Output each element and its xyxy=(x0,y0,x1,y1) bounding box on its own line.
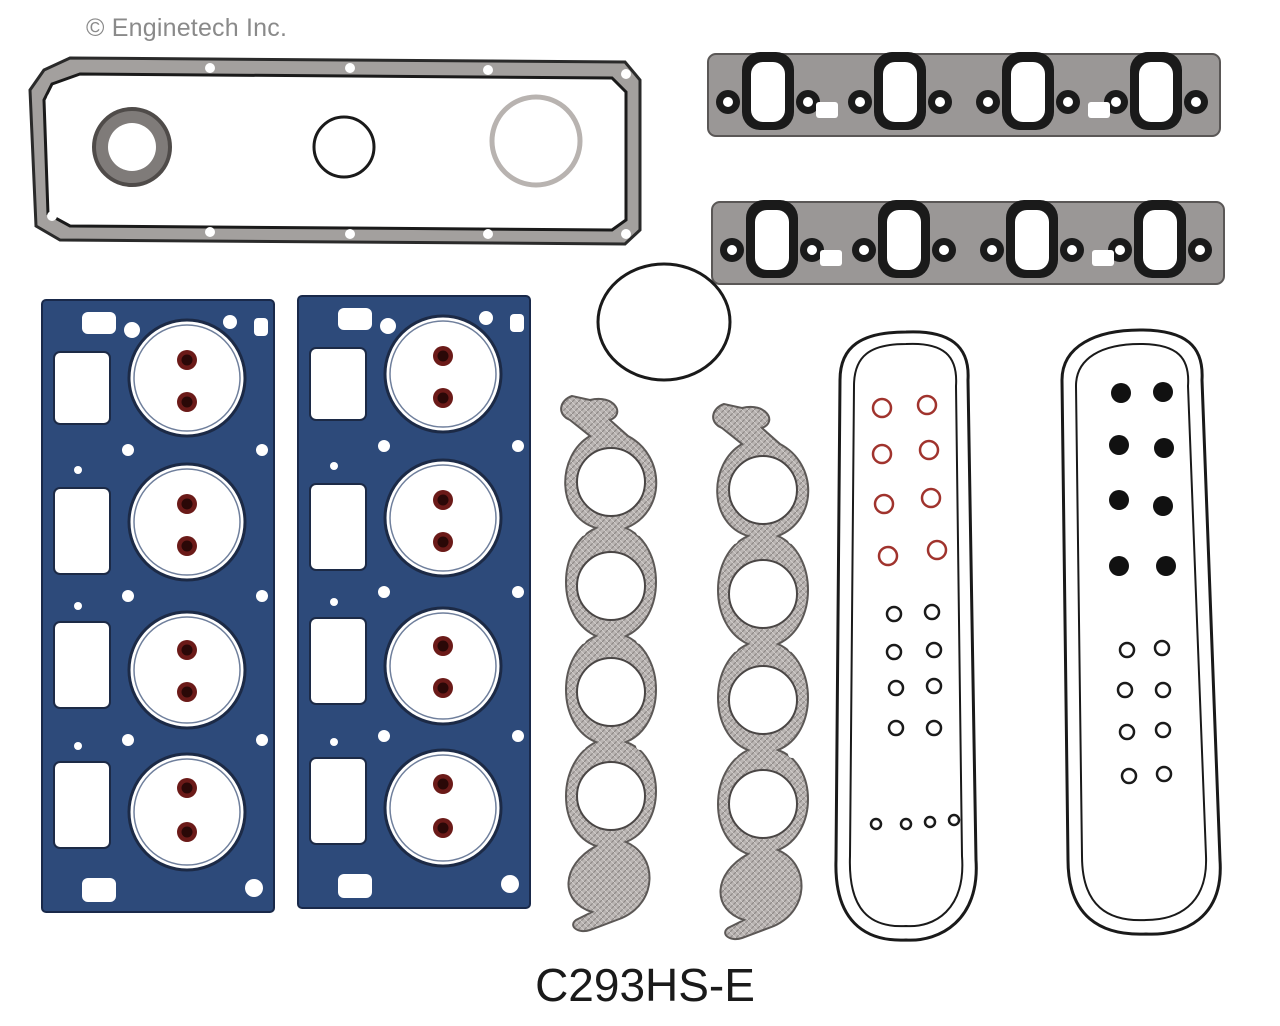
head-gasket-right xyxy=(298,296,530,908)
thermostat-o-ring xyxy=(596,262,732,382)
intake-gasket-top xyxy=(708,52,1220,136)
valve-cover-gasket-right xyxy=(1060,328,1222,936)
valve-cover-gasket-left xyxy=(834,330,978,942)
exhaust-gasket-right xyxy=(712,403,810,941)
part-number-label: C293HS-E xyxy=(535,959,755,1011)
head-gasket-left xyxy=(42,300,274,912)
copyright-text: © Enginetech Inc. xyxy=(86,14,288,42)
valley-cover-gasket xyxy=(28,56,642,246)
intake-gasket-bottom xyxy=(712,200,1224,284)
exhaust-gasket-left xyxy=(560,395,658,933)
